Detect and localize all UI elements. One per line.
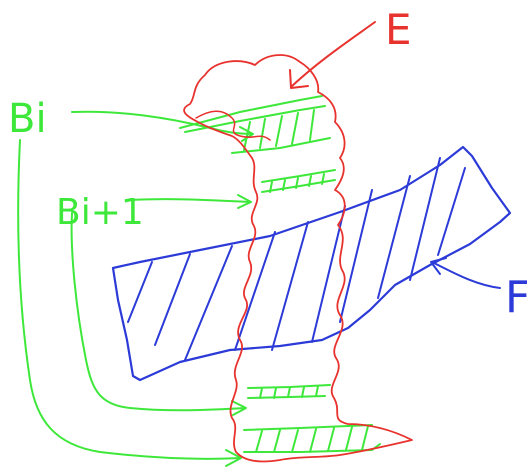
block-bi-plus-1 — [261, 169, 336, 193]
block-bi-top — [179, 95, 323, 129]
hatch-line — [308, 175, 312, 187]
arrow-bi-plus-1-to-block — [129, 198, 251, 203]
region-e-inner-scribble — [195, 110, 271, 141]
arrow-f — [430, 257, 501, 289]
hatch-line — [273, 387, 277, 399]
arrowhead — [430, 257, 447, 275]
hatch-line — [339, 189, 373, 323]
hatch-line — [282, 179, 286, 191]
hatch-line — [259, 387, 263, 399]
block-bi-plus-1-top — [261, 169, 336, 183]
hatch-line — [321, 173, 325, 185]
hatch-line — [409, 157, 441, 281]
arrowhead — [239, 126, 254, 142]
hatch-line — [345, 426, 353, 451]
hatch-line — [377, 175, 411, 299]
block-lower-1 — [247, 384, 331, 399]
arrow-bi-to-lowest-block — [17, 139, 241, 460]
block-bi — [179, 95, 331, 154]
hatch-line — [309, 428, 317, 453]
hatch-line — [327, 427, 335, 452]
arrow-f-shaft — [431, 261, 501, 289]
hatch-line — [184, 245, 233, 361]
label-e: E — [385, 5, 412, 54]
arrowhead — [289, 69, 309, 89]
hatch-line — [243, 121, 251, 151]
region-e-outline — [183, 54, 413, 463]
block-lower-2-top — [243, 424, 373, 431]
hatch-line — [291, 429, 299, 453]
hatch-line — [275, 115, 283, 147]
arrowhead — [237, 194, 252, 209]
hatch-line — [295, 177, 299, 189]
hatch-line — [287, 386, 291, 398]
region-f — [111, 145, 512, 382]
arrow-bi-plus-1-to-lower-block — [70, 212, 246, 412]
hatch-line — [154, 253, 191, 346]
hatch-line — [291, 112, 299, 145]
hatch-line — [309, 109, 315, 141]
green-arrows — [17, 110, 254, 467]
hatch-line — [301, 386, 305, 398]
label-bi-plus-1: Bi+1 — [56, 192, 144, 233]
hatch-line — [259, 118, 266, 149]
hatch-line — [361, 425, 369, 451]
arrow-bi-to-block — [71, 110, 253, 135]
hatch-line — [255, 430, 263, 453]
hatch-line — [127, 261, 153, 323]
hatch-line — [269, 181, 273, 193]
hatch-line — [273, 429, 281, 453]
arrow-e — [289, 21, 376, 89]
region-f-outline — [111, 145, 512, 382]
hatch-line — [315, 385, 319, 397]
label-f: F — [505, 272, 527, 323]
region-e — [183, 54, 413, 463]
block-lower-2 — [243, 424, 381, 453]
block-lower-1-bottom — [247, 395, 326, 399]
hatch-line — [271, 221, 309, 351]
arrowhead — [231, 400, 247, 416]
label-bi: Bi — [8, 96, 47, 142]
arrowhead — [225, 449, 242, 467]
block-lower-2-bottom — [243, 443, 381, 453]
arrow-e-shaft — [291, 21, 376, 87]
hatch-line — [437, 167, 466, 256]
hatch-line — [234, 231, 276, 351]
block-bi-mid — [184, 105, 326, 133]
